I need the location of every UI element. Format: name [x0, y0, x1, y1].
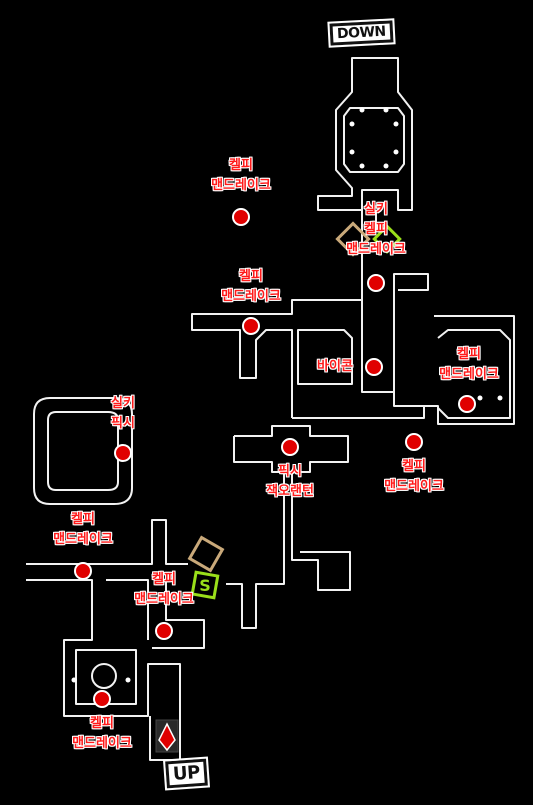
- enemy-dot[interactable]: [242, 317, 260, 335]
- enemy-dot[interactable]: [114, 444, 132, 462]
- enemy-dot[interactable]: [232, 208, 250, 226]
- enemy-dot[interactable]: [458, 395, 476, 413]
- enemy-dot[interactable]: [74, 562, 92, 580]
- enemy-dot[interactable]: [155, 622, 173, 640]
- enemy-dot[interactable]: [367, 274, 385, 292]
- room-pillars: [71, 107, 503, 683]
- svg-text:S: S: [199, 576, 211, 595]
- safe-room-icon-upper: [335, 221, 402, 257]
- enemy-label: 바이콘: [317, 359, 353, 374]
- enemy-dot[interactable]: [281, 438, 299, 456]
- stairs-up-label[interactable]: UP: [163, 756, 210, 791]
- enemy-dot[interactable]: [365, 358, 383, 376]
- enemy-dot[interactable]: [93, 690, 111, 708]
- stairs-down-label[interactable]: DOWN: [327, 18, 396, 48]
- map-walls: [26, 57, 515, 761]
- safe-room-icon-lower: S: [187, 535, 225, 600]
- enemy-dot[interactable]: [405, 433, 423, 451]
- player-marker: [155, 719, 179, 753]
